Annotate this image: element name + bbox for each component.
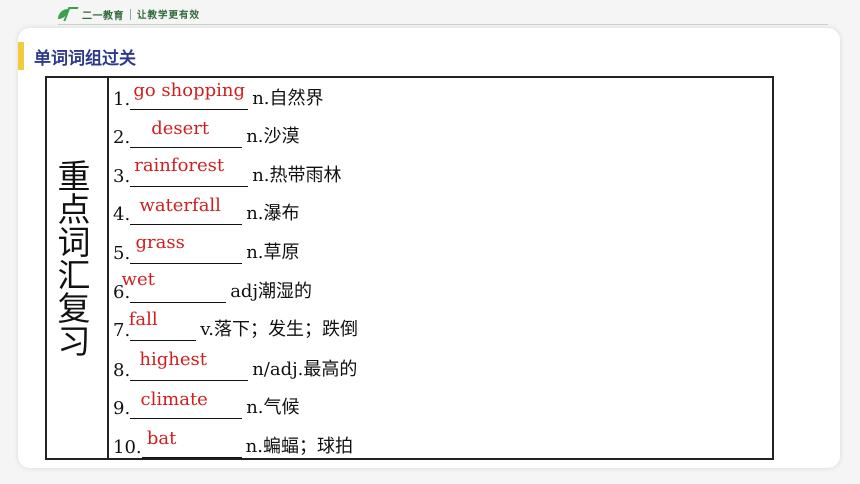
brand-header: 二一教育 让教学更有效: [58, 6, 200, 22]
item-gloss: n.热带雨林: [252, 165, 342, 186]
answer-blank: fall: [129, 309, 197, 341]
brand-slogan: 让教学更有效: [137, 10, 201, 21]
item-number: 1.: [113, 89, 131, 110]
item-number: 5.: [113, 243, 131, 264]
item-gloss: n.自然界: [252, 88, 324, 109]
item-gloss: n.气候: [246, 397, 300, 418]
vocab-item: 3. rainforest n.热带雨林: [113, 155, 342, 187]
vocab-item: 7. fall v.落下；发生；跌倒: [113, 309, 358, 341]
answer-text: climate: [140, 389, 208, 410]
answer-text: grass: [135, 232, 185, 253]
item-gloss: n/adj.最高的: [252, 359, 358, 380]
vocab-item: 9. climate n.气候: [113, 389, 300, 419]
answer-blank: waterfall: [130, 195, 243, 225]
vocab-item: 4. waterfall n.瀑布: [113, 195, 300, 225]
answer-text: waterfall: [139, 195, 221, 216]
answer-text: fall: [128, 309, 158, 330]
vocab-item: 6. wet adj潮湿的: [113, 269, 313, 303]
answer-blank: bat: [141, 428, 242, 458]
vocab-item: 2. desert n.沙漠: [113, 118, 300, 148]
brand-name: 二一教育: [82, 10, 124, 22]
answer-blank: rainforest: [130, 155, 249, 187]
answer-text: go shopping: [133, 80, 246, 101]
item-number: 10.: [113, 437, 142, 458]
item-number: 7.: [113, 320, 131, 341]
answer-text: bat: [146, 428, 177, 449]
answer-blank: go shopping: [130, 80, 249, 110]
item-gloss: n.蝙蝠；球拍: [245, 436, 353, 457]
item-number: 9.: [113, 398, 131, 419]
item-number: 6.: [113, 282, 131, 303]
vocab-table-side-column: [45, 76, 109, 460]
answer-blank: climate: [130, 389, 243, 419]
section-title: 单词词组过关: [34, 49, 136, 69]
vocab-item: 1. go shopping n.自然界: [113, 80, 324, 110]
answer-blank: highest: [130, 349, 249, 381]
answer-text: rainforest: [134, 155, 225, 176]
item-gloss: n.草原: [246, 242, 300, 263]
vocab-table: [45, 76, 774, 460]
brand-logo-icon: [58, 7, 79, 21]
item-gloss: adj潮湿的: [230, 281, 313, 302]
answer-blank: desert: [130, 118, 243, 148]
vocab-item: 5. grass n.草原: [113, 232, 300, 264]
item-gloss: n.沙漠: [246, 126, 300, 147]
item-gloss: n.瀑布: [246, 203, 300, 224]
item-number: 3.: [113, 166, 131, 187]
vocab-item: 10. bat n.蝙蝠；球拍: [113, 428, 353, 458]
answer-text: desert: [151, 118, 210, 139]
item-gloss: v.落下；发生；跌倒: [200, 319, 358, 340]
section-accent-bar: [18, 42, 24, 70]
item-number: 4.: [113, 204, 131, 225]
item-number: 2.: [113, 127, 131, 148]
answer-blank: wet: [122, 269, 227, 303]
answer-text: wet: [121, 269, 155, 290]
vocab-item: 8. highest n/adj.最高的: [113, 349, 358, 381]
header-rule: [58, 24, 828, 25]
answer-blank: grass: [130, 232, 243, 264]
side-title: 重点词汇复习: [52, 159, 91, 357]
answer-text: highest: [139, 349, 207, 370]
item-number: 8.: [113, 360, 131, 381]
brand-divider: [130, 8, 131, 20]
